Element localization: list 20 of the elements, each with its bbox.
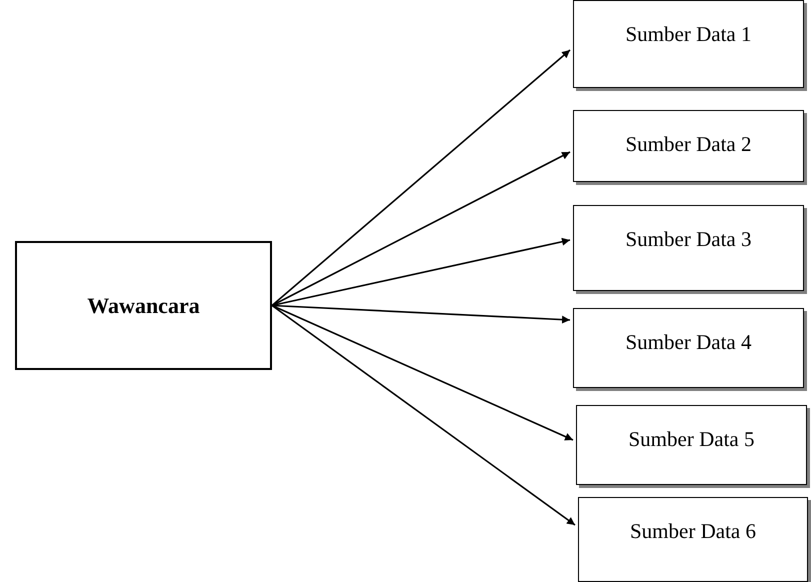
arrow [272, 304, 570, 324]
arrow [272, 151, 570, 306]
box-label: Sumber Data 6 [630, 518, 756, 545]
arrow [272, 304, 574, 441]
box-title: Wawancara [87, 292, 200, 320]
box-label: Sumber Data 4 [626, 329, 752, 356]
box-label: Sumber Data 5 [628, 426, 754, 453]
data-source-box [573, 308, 804, 388]
data-source-box [576, 405, 807, 485]
box-label: Sumber Data 2 [626, 131, 752, 158]
process-box [15, 241, 272, 370]
data-source-box [573, 110, 804, 182]
data-source-box [578, 497, 808, 582]
data-source-box [573, 205, 804, 291]
box-label: Sumber Data 3 [626, 226, 752, 253]
arrow [272, 304, 576, 526]
arrow [271, 49, 571, 306]
box-label: Sumber Data 1 [626, 21, 752, 48]
data-source-box [573, 0, 804, 88]
arrow [272, 238, 570, 306]
